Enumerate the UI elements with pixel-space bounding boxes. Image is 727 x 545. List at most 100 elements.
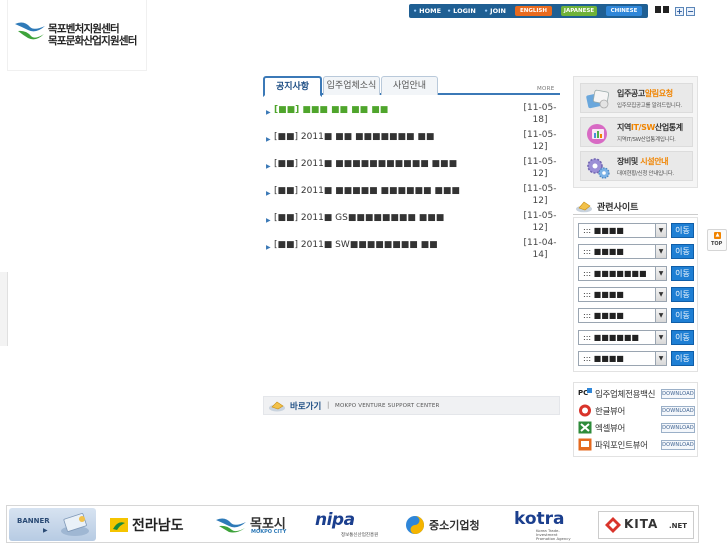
notice-title[interactable]: [■■] 2011■ ■■■■■ ■■■■■■ ■■■ (274, 186, 460, 196)
scroll-top-button[interactable]: ▲ TOP (707, 229, 727, 251)
related-site-select[interactable]: ::: ■■■■■■▼ (578, 330, 667, 345)
more-link[interactable]: MORE (537, 86, 555, 92)
partner-smba[interactable]: 중소기업청 (405, 512, 495, 538)
related-sites-icon (576, 201, 592, 213)
banner-heading-a: 장비 (617, 157, 631, 166)
nav-login-label: LOGIN (453, 7, 476, 15)
notice-row[interactable]: ▶ [■■] 2011■ GS■■■■■■■■ ■■■ [11-05-12] (263, 210, 560, 237)
ppt-icon (578, 438, 592, 451)
notice-date: [11-05-12] (523, 211, 557, 233)
partner-kita[interactable]: KITA .NET (598, 511, 694, 539)
notice-date: [11-05-12] (523, 157, 557, 179)
bullet-icon: ▶ (266, 244, 271, 251)
tab-notices[interactable]: 공지사항 (263, 76, 322, 97)
download-item: 파워포인트뷰어 DOWNLOAD (578, 437, 695, 453)
notice-row[interactable]: ▶ [■■] 2011■ SW■■■■■■■■ ■■ [11-04-14] (263, 237, 560, 264)
select-value: ::: ■■■■ (583, 226, 624, 235)
arrow-right-icon: ▶ (43, 527, 48, 534)
bullet-icon: ▶ (266, 217, 271, 224)
go-button[interactable]: 이동 (671, 266, 694, 281)
notice-row[interactable]: ▶ [■■] 2011■ ■■ ■■■■■■■ ■■ [11-05-12] (263, 129, 560, 156)
related-sites-panel: ::: ■■■■▼ 이동 ::: ■■■■▼ 이동 ::: ■■■■■■■▼ 이… (573, 217, 698, 372)
banner-heading-b: 및 (630, 157, 641, 166)
nav-login-link[interactable]: •LOGIN (447, 7, 476, 15)
banner-subtext: 대여현황/신청 안내입니다. (617, 171, 674, 177)
tab-business-info[interactable]: 사업안내 (381, 76, 438, 95)
smba-logo-icon (406, 516, 424, 534)
related-site-select[interactable]: ::: ■■■■▼ (578, 287, 667, 302)
download-item: PC 입주업체전용백신 DOWNLOAD (578, 386, 695, 402)
partner-jeollanamdo[interactable]: 전라남도 (109, 512, 205, 538)
notice-title[interactable]: [■■] 2011■ GS■■■■■■■■ ■■■ (274, 213, 445, 223)
lang-english-button[interactable]: ENGLISH (515, 6, 552, 16)
go-button[interactable]: 이동 (671, 330, 694, 345)
hwp-icon (579, 404, 591, 417)
nav-join-label: JOIN (490, 7, 506, 15)
top-navigation: •HOME •LOGIN •JOIN ENGLISH JAPANESE CHIN… (409, 4, 648, 18)
lang-japanese-button[interactable]: JAPANESE (561, 6, 597, 16)
select-value: ::: ■■■■■■ (583, 333, 639, 342)
select-value: ::: ■■■■ (583, 247, 624, 256)
notice-row[interactable]: ▶ [■■] 2011■ ■■■■■ ■■■■■■ ■■■ [11-05-12] (263, 183, 560, 210)
downloads-panel: PC 입주업체전용백신 DOWNLOAD 한글뷰어 DOWNLOAD 엑셀뷰어 … (573, 382, 698, 457)
select-value: ::: ■■■■ (583, 311, 624, 320)
banner-move-in-notice[interactable]: 입주공고알림요청 입주모집공고를 알려드립니다. (580, 83, 693, 113)
download-name: 입주업체전용백신 (595, 390, 656, 400)
download-button[interactable]: DOWNLOAD (661, 440, 695, 450)
nav-home-link[interactable]: •HOME (413, 7, 442, 15)
related-sites-header: 관련사이트 (573, 197, 698, 215)
go-button[interactable]: 이동 (671, 351, 694, 366)
notice-title[interactable]: [■■] 2011■ ■■■■■■■■■■■ ■■■ (274, 159, 458, 169)
shortcut-bar: 바로가기 | MOKPO VENTURE SUPPORT CENTER (263, 396, 560, 415)
download-button[interactable]: DOWNLOAD (661, 423, 695, 433)
arrow-up-icon: ▲ (714, 232, 721, 239)
related-site-select[interactable]: ::: ■■■■ ▼ (578, 308, 667, 323)
bullet-icon: ▶ (266, 109, 271, 116)
notice-date: [11-05-18] (523, 103, 557, 125)
font-decrease-button[interactable]: − (686, 7, 695, 16)
select-value: ::: ■■■■ (583, 354, 624, 363)
banner-heading-b: 알림요청 (644, 89, 673, 98)
font-increase-button[interactable]: + (675, 7, 684, 16)
shortcut-separator: | (327, 401, 330, 409)
chevron-down-icon: ▼ (655, 245, 666, 258)
shortcut-title: 바로가기 (290, 402, 322, 412)
go-button[interactable]: 이동 (671, 223, 694, 238)
go-button[interactable]: 이동 (671, 287, 694, 302)
nav-home-label: HOME (419, 7, 442, 15)
logo-line-2: 목포문화산업지원센터 (48, 35, 137, 47)
banner-it-sw-statistics[interactable]: 지역IT/SW산업통계 지역IT/SW산업통계입니다. (580, 117, 693, 147)
banner-equipment-facility[interactable]: 장비및 시설안내 대여현황/신청 안내입니다. (580, 151, 693, 181)
partner-name: 전라남도 (132, 518, 184, 534)
lang-chinese-button[interactable]: CHINESE (606, 6, 642, 16)
go-button[interactable]: 이동 (671, 308, 694, 323)
download-name: 엑셀뷰어 (595, 424, 626, 434)
partner-nipa[interactable]: nipa 정보통신산업진흥원 (313, 510, 391, 538)
chevron-down-icon: ▼ (655, 309, 666, 322)
gears-icon (587, 158, 610, 179)
partner-mokpo-city[interactable]: 목포시 MOKPO CITY (215, 512, 305, 538)
notice-row[interactable]: ▶ [■■] 2011■ ■■■■■■■■■■■ ■■■ [11-05-12] (263, 156, 560, 183)
partner-name: kotra (514, 509, 565, 529)
banner-heading: 장비및 시설안내 (617, 156, 669, 167)
statistics-icon (587, 124, 607, 144)
download-button[interactable]: DOWNLOAD (661, 406, 695, 416)
nav-join-link[interactable]: •JOIN (484, 7, 506, 15)
go-button[interactable]: 이동 (671, 244, 694, 259)
partner-sub: Korea Trade-Investment Promotion Agency (536, 528, 571, 541)
notice-title[interactable]: [■■] 2011■ ■■ ■■■■■■■ ■■ (274, 132, 435, 142)
notice-title[interactable]: [■■] 2011■ SW■■■■■■■■ ■■ (274, 240, 438, 250)
jeonnam-logo-icon (110, 518, 128, 532)
related-site-select[interactable]: ::: ■■■■▼ (578, 223, 667, 238)
partner-kotra[interactable]: kotra Korea Trade-Investment Promotion A… (514, 509, 594, 541)
notice-row[interactable]: ▶ [■■] ■■■ ■■ ■■ ■■ [11-05-18] (263, 102, 560, 129)
related-site-select[interactable]: ::: ■■■■▼ (578, 351, 667, 366)
tab-tenant-news[interactable]: 입주업체소식 (323, 76, 380, 95)
related-site-select[interactable]: ::: ■■■■■■■▼ (578, 266, 667, 281)
notice-title[interactable]: [■■] ■■■ ■■ ■■ ■■ (274, 105, 389, 115)
related-site-select[interactable]: ::: ■■■■ ▼ (578, 244, 667, 259)
font-size-label-icon (663, 6, 669, 13)
notice-date: [11-05-12] (523, 130, 557, 152)
download-button[interactable]: DOWNLOAD (661, 389, 695, 399)
site-logo[interactable]: 목포벤처지원센터 목포문화산업지원센터 (8, 0, 146, 70)
